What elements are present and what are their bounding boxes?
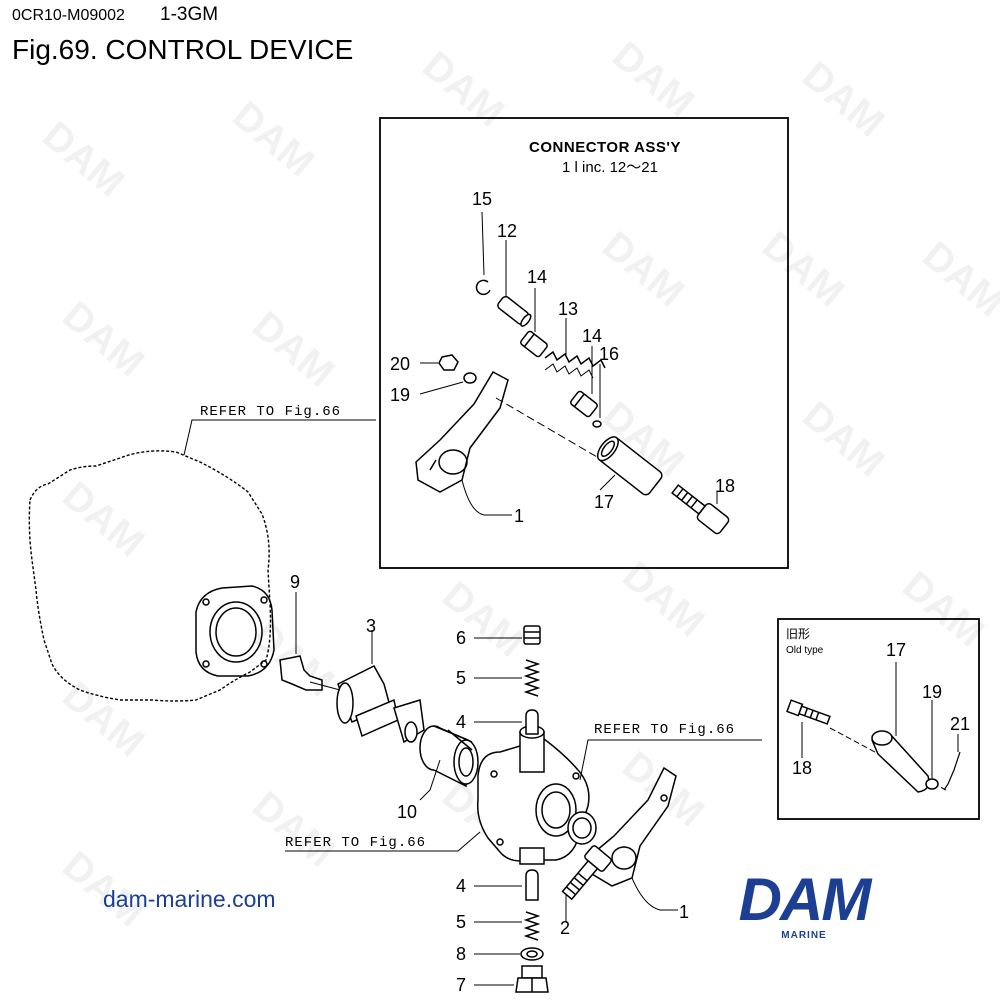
callout-15: 15 (472, 189, 492, 209)
callout-9: 9 (290, 572, 300, 592)
part-4-pin-lower (525, 869, 539, 901)
callout-1: 1 (679, 902, 689, 922)
watermark: DAM (224, 93, 322, 185)
part-5-spring (523, 659, 541, 697)
refer-leader (579, 739, 762, 781)
brand-name: DAM (738, 866, 872, 933)
watermark: DAM (34, 113, 132, 205)
website-link[interactable]: dam-marine.com (103, 886, 276, 912)
watermark: DAM (54, 673, 152, 765)
callout-5: 5 (456, 668, 466, 688)
callout-3: 3 (366, 616, 376, 636)
part-15-circlip (475, 279, 491, 296)
part-12-pin (497, 295, 532, 327)
part-3-shaft (309, 630, 425, 744)
callout-17: 17 (886, 640, 906, 660)
part-1-lever (415, 371, 509, 493)
callout-5: 5 (456, 912, 466, 932)
part-17-sleeve (596, 436, 663, 496)
old-type-inset: 旧形 Old type 17 19 21 18 (777, 618, 980, 820)
callout-17: 17 (594, 492, 614, 512)
connector-assy-inset: CONNECTOR ASS'Y 1 l inc. 12～21 (379, 117, 789, 569)
callout-2: 2 (560, 918, 570, 938)
callout-10: 10 (397, 802, 417, 822)
old-type-frame (777, 618, 980, 820)
model-label: 1-3GM (160, 4, 219, 25)
part-2-bolt (561, 845, 612, 901)
refer-label: REFER TO Fig.66 (285, 835, 426, 851)
part-20-nut (438, 354, 459, 371)
callout-19: 19 (390, 385, 410, 405)
refer-label: REFER TO Fig.66 (200, 404, 341, 420)
document-code: 0CR10-M09002 (12, 7, 125, 24)
old-type-label-en: Old type (786, 645, 824, 656)
watermark: DAM (614, 553, 712, 645)
old-type-label-jp: 旧形 (786, 627, 810, 641)
callout-4: 4 (456, 712, 466, 732)
part-14-collar (520, 330, 548, 358)
callout-4: 4 (456, 876, 466, 896)
watermark: DAM (54, 473, 152, 565)
watermark: DAM (794, 393, 892, 485)
callout-14: 14 (527, 267, 547, 287)
callout-12: 12 (497, 221, 517, 241)
part-4-pin (525, 709, 539, 735)
inset-subtitle: 1 l inc. 12～21 (562, 159, 658, 176)
refer-label: REFER TO Fig.66 (594, 722, 735, 738)
callout-7: 7 (456, 975, 466, 995)
part-14-collar-2 (570, 390, 598, 418)
watermark: DAM (894, 563, 992, 655)
part-5-spring-lower (523, 911, 541, 941)
part-8-washer (520, 947, 544, 961)
part-6-plug (474, 625, 541, 645)
part-18-bolt (671, 484, 730, 535)
part-16-washer (592, 420, 602, 428)
part-19-washer (463, 372, 477, 384)
watermark: DAM (54, 293, 152, 385)
watermark: DAM (754, 223, 852, 315)
figure-title: Fig.69. CONTROL DEVICE (12, 34, 354, 65)
watermark: DAM (434, 573, 532, 665)
watermark: DAM (244, 783, 342, 875)
callout-16: 16 (599, 344, 619, 364)
part-13-spring (544, 350, 606, 369)
callout-13: 13 (558, 299, 578, 319)
part-10-bearing (419, 725, 479, 801)
part-7-plug (515, 965, 549, 993)
refer-leader (285, 831, 481, 852)
callout-20: 20 (390, 354, 410, 374)
watermark: DAM (794, 53, 892, 145)
inset-title: CONNECTOR ASS'Y (529, 139, 681, 156)
callout-19: 19 (922, 682, 942, 702)
gearbox-housing (28, 450, 275, 702)
refer-leader (183, 419, 376, 456)
control-housing (476, 725, 590, 865)
part-1-lever-main (589, 766, 678, 911)
callout-21: 21 (950, 714, 970, 734)
watermark: DAM (414, 43, 512, 135)
watermark: DAM (604, 33, 702, 125)
callout-6: 6 (456, 628, 466, 648)
brand-sub: MARINE (781, 930, 827, 941)
callout-18: 18 (715, 476, 735, 496)
inset-frame (379, 117, 789, 569)
watermark: DAM (244, 303, 342, 395)
part-oring (567, 811, 597, 845)
callout-18: 18 (792, 758, 812, 778)
brand-logo: DAM MARINE (716, 866, 892, 942)
watermark: DAM (594, 223, 692, 315)
callout-14: 14 (582, 326, 602, 346)
callout-1: 1 (514, 506, 524, 526)
callout-8: 8 (456, 944, 466, 964)
watermark: DAM (914, 233, 1000, 325)
